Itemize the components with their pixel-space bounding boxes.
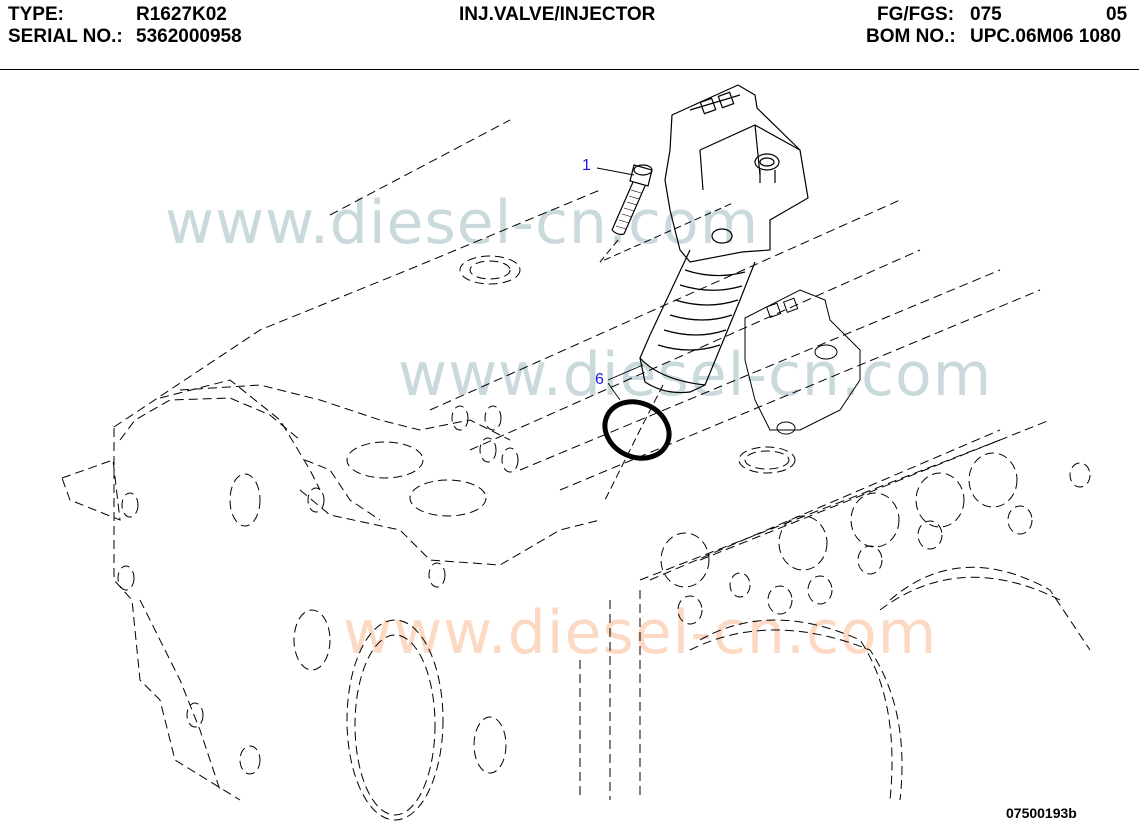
page-title: INJ.VALVE/INJECTOR: [459, 4, 656, 25]
injector-axis-line: [604, 384, 664, 501]
figure-number: 07500193b: [1006, 805, 1077, 821]
injector-exploded-drawing: [61, 84, 1091, 821]
o-ring-part: [602, 399, 672, 461]
fg-value: 075: [970, 4, 1002, 25]
neighbor-injector: [744, 289, 861, 435]
fg-sub-value: 05: [1106, 4, 1128, 25]
fg-label: FG/FGS:: [877, 4, 955, 25]
callout-1: 1: [582, 157, 591, 174]
callout-leader-1: [596, 167, 635, 176]
watermark-middle: www.diesel-cn.com: [398, 340, 993, 410]
serial-value: 5362000958: [136, 26, 242, 47]
type-label: TYPE:: [8, 4, 64, 25]
bolt-part: [611, 164, 653, 236]
serial-label: SERIAL NO.:: [8, 26, 123, 47]
header-divider: [0, 69, 1139, 70]
callout-6: 6: [595, 371, 604, 388]
injector-body: [639, 84, 809, 394]
bom-label: BOM NO.:: [866, 26, 956, 47]
type-value: R1627K02: [136, 4, 227, 25]
callout-leader-6a: [607, 364, 644, 381]
engine-block-outline: [61, 119, 1091, 821]
watermark-top: www.diesel-cn.com: [165, 188, 760, 258]
callout-leader-6b: [607, 382, 621, 401]
bom-value: UPC.06M06 1080: [970, 26, 1122, 47]
bolt-axis-line: [599, 201, 736, 263]
